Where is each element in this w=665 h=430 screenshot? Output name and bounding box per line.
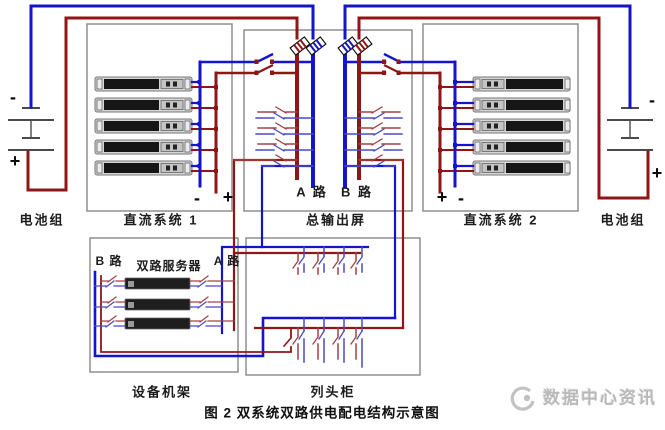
dc-system-1-label: 直流系统 1 xyxy=(123,212,199,228)
row-cabinet-label: 列头柜 xyxy=(310,384,356,400)
panel-branch-rows-left xyxy=(233,106,314,168)
rack-path-b-label: B 路 xyxy=(95,254,123,268)
fuse-blue-a xyxy=(305,36,327,56)
cabinet-top-drops xyxy=(292,246,363,275)
watermark-text: 数据中心资讯 xyxy=(543,388,657,408)
battery-right-plus: + xyxy=(651,163,663,183)
dc1-minus: - xyxy=(194,188,200,208)
rack-path-a-label: A 路 xyxy=(213,254,241,268)
figure-caption: 图 2 双系统双路供电配电结构示意图 xyxy=(204,405,440,421)
battery-right-label: 电池组 xyxy=(600,212,646,228)
rack-servers xyxy=(124,277,191,330)
output-panel-label: 总输出屏 xyxy=(305,212,367,228)
rack-servers-label: 双路服务器 xyxy=(136,259,202,273)
dc-system-2-label: 直流系统 2 xyxy=(463,212,539,228)
battery-left-symbol xyxy=(8,107,54,151)
bus-a-label: A 路 xyxy=(296,184,328,200)
rack-row-wires xyxy=(94,275,235,328)
fuse-blue-b xyxy=(337,36,359,56)
watermark-logo-icon xyxy=(510,386,535,411)
dc1-modules xyxy=(94,76,193,176)
battery-left-plus: + xyxy=(9,151,21,171)
dc2-plus: + xyxy=(436,187,448,207)
dc2-modules xyxy=(472,76,571,176)
battery-right-symbol xyxy=(607,107,653,151)
dc1-plus: + xyxy=(222,187,234,207)
battery-left-minus: - xyxy=(10,87,16,107)
panel-branch-rows-right xyxy=(344,106,404,168)
dc2-minus: - xyxy=(458,188,464,208)
dc-system-1-box xyxy=(86,23,233,212)
battery-right-minus: - xyxy=(649,90,655,110)
equipment-rack-label: 设备机架 xyxy=(131,384,193,400)
fuse-red-b xyxy=(351,36,373,56)
battery-left-label: 电池组 xyxy=(19,212,65,228)
dc-system-2-box xyxy=(422,23,579,212)
bus-b-label: B 路 xyxy=(340,184,374,200)
fuse-red-a xyxy=(289,36,311,56)
junction-dots xyxy=(197,59,457,173)
cabinet-bottom-drops xyxy=(292,317,363,368)
